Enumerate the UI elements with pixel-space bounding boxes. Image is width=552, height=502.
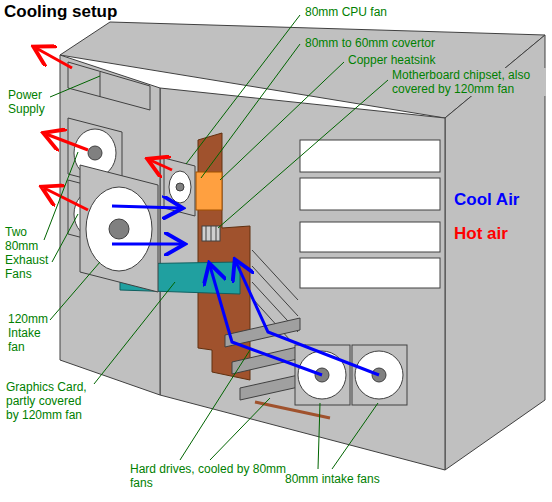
- hot-air-arrow: [36, 48, 172, 210]
- intake-fan-120mm: [80, 165, 158, 292]
- hot-air-arrow: [46, 134, 88, 150]
- part-label: 80mm to 60mm covertor: [303, 36, 437, 50]
- power-supply: [68, 62, 150, 110]
- leader-line: [52, 214, 78, 262]
- chipset: [216, 226, 217, 241]
- front-intake-fan: [352, 345, 407, 405]
- cpu-fan: [176, 183, 184, 191]
- intake-fan-120mm: [80, 165, 158, 292]
- leader-line: [44, 152, 78, 240]
- leader-line: [201, 44, 300, 178]
- legend-text: Hot air: [454, 224, 508, 243]
- intake-fan-120mm: [109, 219, 129, 239]
- expansion-slots: [252, 250, 298, 300]
- front-intake-fan: [295, 345, 407, 405]
- hot-air-arrow: [150, 160, 172, 170]
- part-label: Hard drives, cooled by 80mm fans: [130, 462, 300, 490]
- case-body: [60, 22, 545, 470]
- case-body: [60, 55, 160, 395]
- leader-line: [332, 403, 378, 469]
- leader-line: [186, 15, 300, 164]
- chipset: [202, 226, 220, 241]
- leader-line: [318, 403, 320, 469]
- leader-line: [180, 350, 250, 460]
- drive-bays: [300, 140, 440, 288]
- leader-line: [94, 282, 175, 384]
- part-label: Power Supply: [8, 88, 52, 116]
- chipset: [206, 226, 207, 241]
- chipset: [202, 226, 220, 241]
- part-label: Graphics Card, partly covered by 120mm f…: [6, 380, 94, 422]
- hot-air-arrow: [36, 48, 72, 68]
- part-label: 120mm Intake fan: [8, 312, 50, 354]
- leader-line: [50, 76, 100, 97]
- diagram-title: Cooling setup: [4, 2, 117, 22]
- leader-line: [50, 262, 100, 320]
- leader-line: [218, 80, 388, 228]
- drive-bays: [300, 258, 440, 288]
- cool-air-arrow: [112, 206, 379, 375]
- legend-item: Cool Air: [452, 190, 521, 210]
- legend-text: Cool Air: [454, 190, 519, 209]
- leader-line: [220, 62, 344, 180]
- drive-bays: [300, 140, 440, 172]
- case-body: [445, 35, 545, 470]
- cpu-fan: [169, 171, 191, 203]
- part-label: Two 80mm Exhaust Fans: [5, 225, 55, 281]
- cool-air-arrow: [112, 206, 180, 208]
- drive-bays: [300, 178, 440, 210]
- part-label: 80mm intake fans: [285, 472, 380, 486]
- cool-air-arrow: [112, 243, 182, 246]
- leader-line: [44, 15, 388, 469]
- cool-air-arrow: [236, 262, 379, 375]
- exhaust-fan: [88, 146, 102, 160]
- leader-line: [210, 398, 270, 460]
- part-label: 80mm CPU fan: [305, 5, 387, 19]
- drive-bays: [300, 222, 440, 252]
- part-label: Copper heatsink: [346, 53, 437, 67]
- legend-item: Hot air: [452, 224, 510, 244]
- chipset: [211, 226, 212, 241]
- cool-air-arrow: [210, 266, 322, 375]
- copper-heatsink: [196, 172, 222, 210]
- power-supply: [68, 62, 150, 110]
- copper-heatsink: [196, 172, 222, 210]
- hot-air-arrow: [44, 188, 88, 210]
- intake-fan-120mm: [86, 187, 152, 271]
- part-label: Motherboard chipset, also covered by 120…: [390, 68, 546, 96]
